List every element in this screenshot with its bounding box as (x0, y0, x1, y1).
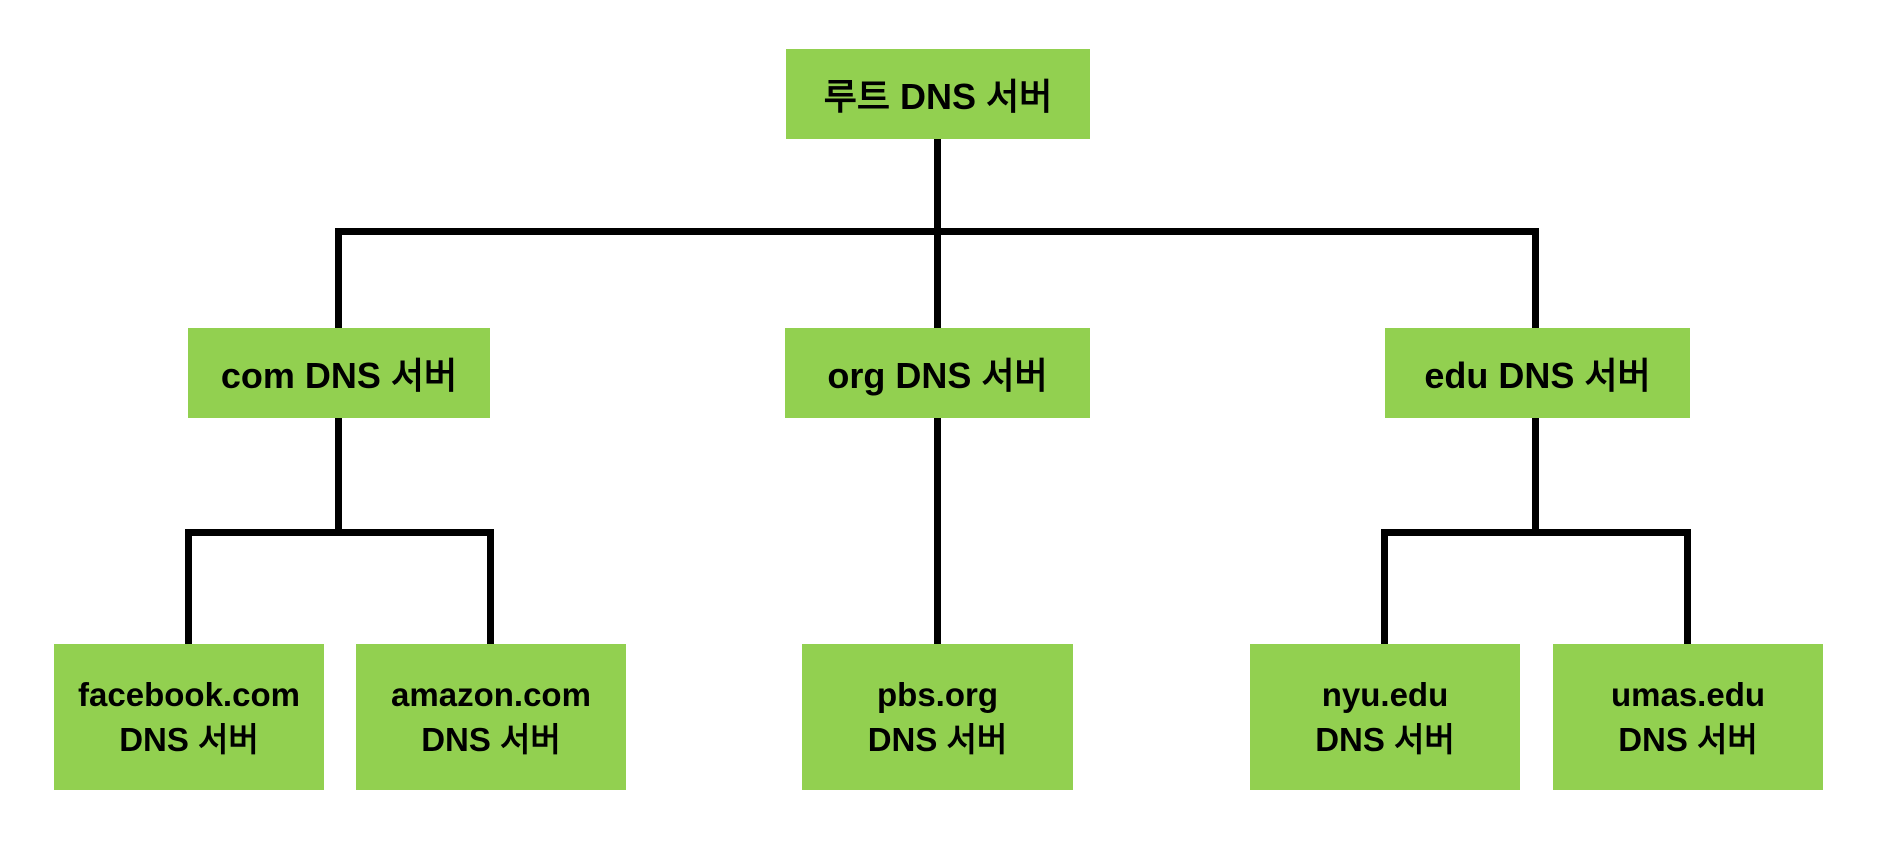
node-label: org DNS 서버 (827, 355, 1048, 396)
node-label-line1: nyu.edu (1321, 676, 1449, 713)
connector-root-to-com (335, 228, 342, 328)
node-umas-dns-server: umas.edu DNS 서버 (1553, 644, 1823, 790)
node-label: edu DNS 서버 (1424, 355, 1651, 396)
connector-edu-to-umas (1684, 529, 1691, 644)
node-root-dns-server: 루트 DNS 서버 (786, 49, 1090, 139)
node-label-line1: facebook.com (78, 676, 300, 713)
connector-com-to-facebook (185, 529, 192, 644)
node-com-dns-server: com DNS 서버 (188, 328, 490, 418)
node-facebook-dns-server: facebook.com DNS 서버 (54, 644, 324, 790)
node-amazon-dns-server: amazon.com DNS 서버 (356, 644, 626, 790)
node-label-line2: DNS 서버 (421, 721, 561, 758)
connector-top-horizontal (335, 228, 1539, 235)
node-label-line2: DNS 서버 (119, 721, 259, 758)
connector-edu-horizontal (1381, 529, 1691, 536)
connector-root-to-edu (1532, 228, 1539, 328)
node-label-line2: DNS 서버 (1315, 721, 1455, 758)
connector-edu-stem (1532, 418, 1539, 536)
node-label-line1: pbs.org (877, 676, 998, 713)
node-edu-dns-server: edu DNS 서버 (1385, 328, 1690, 418)
node-label-line2: DNS 서버 (1618, 721, 1758, 758)
node-label: com DNS 서버 (220, 355, 458, 396)
connector-com-horizontal (185, 529, 494, 536)
node-pbs-dns-server: pbs.org DNS 서버 (802, 644, 1073, 790)
node-label: 루트 DNS 서버 (823, 76, 1053, 117)
connector-com-stem (335, 418, 342, 536)
node-label-line1: umas.edu (1610, 676, 1766, 713)
connector-org-to-pbs (934, 418, 941, 644)
connector-com-to-amazon (487, 529, 494, 644)
connector-edu-to-nyu (1381, 529, 1388, 644)
node-label-line2: DNS 서버 (867, 721, 1008, 758)
node-label-line1: amazon.com (391, 676, 591, 713)
node-org-dns-server: org DNS 서버 (785, 328, 1090, 418)
node-nyu-dns-server: nyu.edu DNS 서버 (1250, 644, 1520, 790)
